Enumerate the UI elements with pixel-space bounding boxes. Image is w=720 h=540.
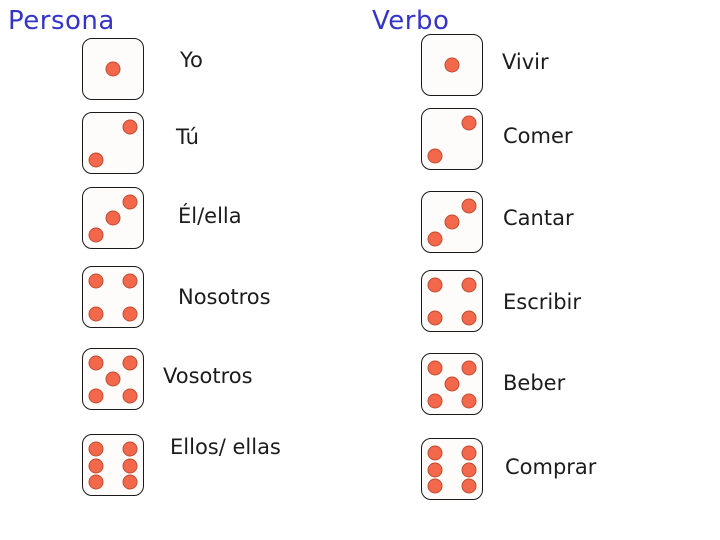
die-pip [122, 388, 138, 404]
verbo-die-5-icon [421, 353, 483, 415]
die-pip [122, 194, 138, 210]
persona-die-6-icon [82, 434, 144, 496]
persona-die-3-icon [82, 187, 144, 249]
die-pip [461, 115, 477, 131]
die-pip [88, 458, 104, 474]
verbo-label-6: Comprar [505, 455, 597, 479]
die-pip [122, 355, 138, 371]
verbo-die-1-icon [421, 34, 483, 96]
die-pip [444, 57, 460, 73]
die-pip [461, 310, 477, 326]
persona-die-4-icon [82, 266, 144, 328]
die-pip [105, 210, 121, 226]
die-pip [88, 474, 104, 490]
verbo-label-2: Comer [503, 124, 573, 148]
die-pip [461, 360, 477, 376]
die-pip [427, 277, 443, 293]
die-pip [122, 458, 138, 474]
die-pip [427, 360, 443, 376]
die-pip [88, 306, 104, 322]
verbo-heading: Verbo [372, 6, 450, 36]
die-pip [427, 231, 443, 247]
die-pip [444, 214, 460, 230]
die-pip [88, 227, 104, 243]
verbo-label-4: Escribir [503, 290, 582, 314]
die-pip [122, 474, 138, 490]
die-pip [88, 355, 104, 371]
persona-die-2-icon [82, 112, 144, 174]
verbo-die-3-icon [421, 191, 483, 253]
persona-label-4: Nosotros [178, 285, 271, 309]
die-pip [88, 273, 104, 289]
verbo-label-5: Beber [503, 371, 566, 395]
persona-label-5: Vosotros [163, 364, 253, 388]
die-pip [461, 393, 477, 409]
persona-die-5-icon [82, 348, 144, 410]
die-pip [122, 273, 138, 289]
persona-heading: Persona [8, 6, 115, 36]
die-pip [427, 148, 443, 164]
persona-label-1: Yo [180, 48, 203, 72]
die-pip [461, 478, 477, 494]
die-pip [427, 462, 443, 478]
die-pip [427, 478, 443, 494]
die-pip [88, 388, 104, 404]
die-pip [427, 393, 443, 409]
die-pip [122, 306, 138, 322]
persona-die-1-icon [82, 38, 144, 100]
persona-label-3: Él/ella [178, 204, 242, 228]
die-pip [88, 152, 104, 168]
persona-label-2: Tú [176, 125, 199, 149]
verbo-die-6-icon [421, 438, 483, 500]
die-pip [461, 277, 477, 293]
verbo-label-3: Cantar [503, 206, 574, 230]
die-pip [427, 310, 443, 326]
die-pip [461, 198, 477, 214]
die-pip [444, 376, 460, 392]
die-pip [122, 119, 138, 135]
die-pip [122, 441, 138, 457]
die-pip [105, 61, 121, 77]
persona-label-6: Ellos/ ellas [170, 435, 281, 459]
die-pip [461, 462, 477, 478]
die-pip [88, 441, 104, 457]
verbo-die-2-icon [421, 108, 483, 170]
verbo-label-1: Vivir [502, 50, 549, 74]
die-pip [105, 371, 121, 387]
die-pip [427, 445, 443, 461]
verbo-die-4-icon [421, 270, 483, 332]
die-pip [461, 445, 477, 461]
